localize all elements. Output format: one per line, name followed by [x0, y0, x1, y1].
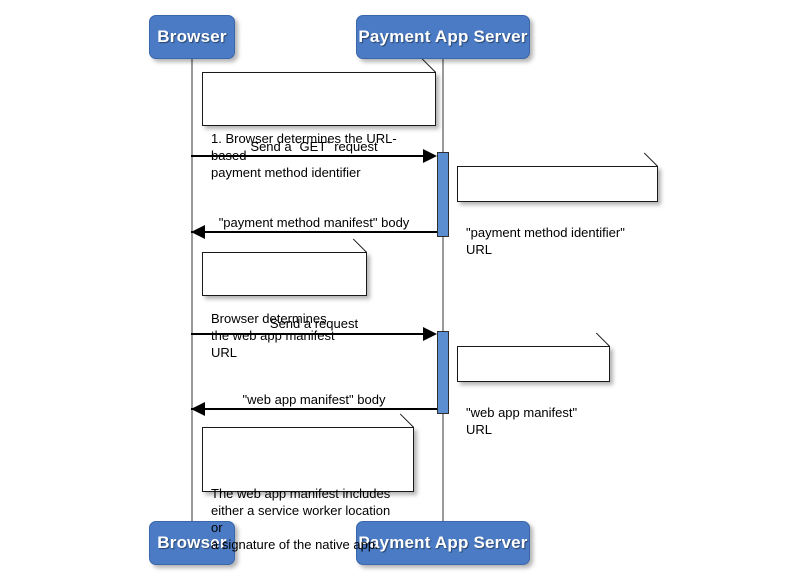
note-text: "payment method identifier" URL [466, 225, 625, 257]
message-label-send-a-request: Send a request [269, 316, 359, 331]
note-fold-line-icon [643, 152, 658, 167]
message-arrowhead-web-app-manifest-body [191, 402, 205, 416]
note-fold-line-icon [352, 238, 367, 253]
activation-bar-server-1 [437, 152, 449, 237]
note-browser-determines-identifier: 1. Browser determines the URL-based paym… [202, 58, 436, 180]
participant-payment-app-server-top-label: Payment App Server [358, 27, 528, 46]
note-fold-icon [400, 428, 413, 441]
message-line-send-get-request [191, 155, 428, 157]
participant-payment-app-server-bottom-label: Payment App Server [358, 533, 528, 552]
note-text: The web app manifest includes either a s… [211, 486, 391, 552]
note-web-app-manifest-includes: The web app manifest includes either a s… [202, 413, 414, 552]
note-fold-line-icon [595, 332, 610, 347]
message-line-payment-method-manifest-body [191, 231, 437, 233]
activation-bar-server-2 [437, 331, 449, 414]
note-text: "web app manifest" URL [466, 405, 578, 437]
message-arrowhead-send-a-request [423, 327, 437, 341]
note-browser-determines-web-app-manifest-url: Browser determines the web app manifest … [202, 238, 367, 360]
note-fold-icon [353, 253, 366, 266]
note-fold-line-icon [421, 58, 436, 73]
participant-browser-bottom[interactable]: Browser [149, 521, 235, 565]
participant-payment-app-server-bottom[interactable]: Payment App Server [356, 521, 530, 565]
note-payment-method-identifier-url: "payment method identifier" URL [457, 152, 658, 257]
lifeline-payment-app-server [442, 58, 444, 522]
message-arrowhead-send-get-request [423, 149, 437, 163]
lifeline-browser [191, 58, 193, 522]
note-web-app-manifest-url: "web app manifest" URL [457, 332, 610, 437]
participant-browser-bottom-label: Browser [157, 533, 227, 552]
message-line-send-a-request [191, 333, 428, 335]
note-fold-icon [644, 167, 657, 180]
message-label-payment-method-manifest-body: "payment method manifest" body [218, 215, 410, 230]
message-label-send-get-request: Send a `GET` request [250, 139, 378, 154]
note-text: 1. Browser determines the URL-based paym… [211, 131, 397, 180]
participant-browser-top[interactable]: Browser [149, 15, 235, 59]
message-arrowhead-payment-method-manifest-body [191, 225, 205, 239]
note-fold-line-icon [399, 413, 414, 428]
message-label-web-app-manifest-body: "web app manifest" body [242, 392, 386, 407]
participant-browser-top-label: Browser [157, 27, 227, 46]
participant-payment-app-server-top[interactable]: Payment App Server [356, 15, 530, 59]
message-line-web-app-manifest-body [191, 408, 437, 410]
note-fold-icon [596, 347, 609, 360]
note-fold-icon [422, 73, 435, 86]
note-text: Browser determines the web app manifest … [211, 311, 335, 360]
